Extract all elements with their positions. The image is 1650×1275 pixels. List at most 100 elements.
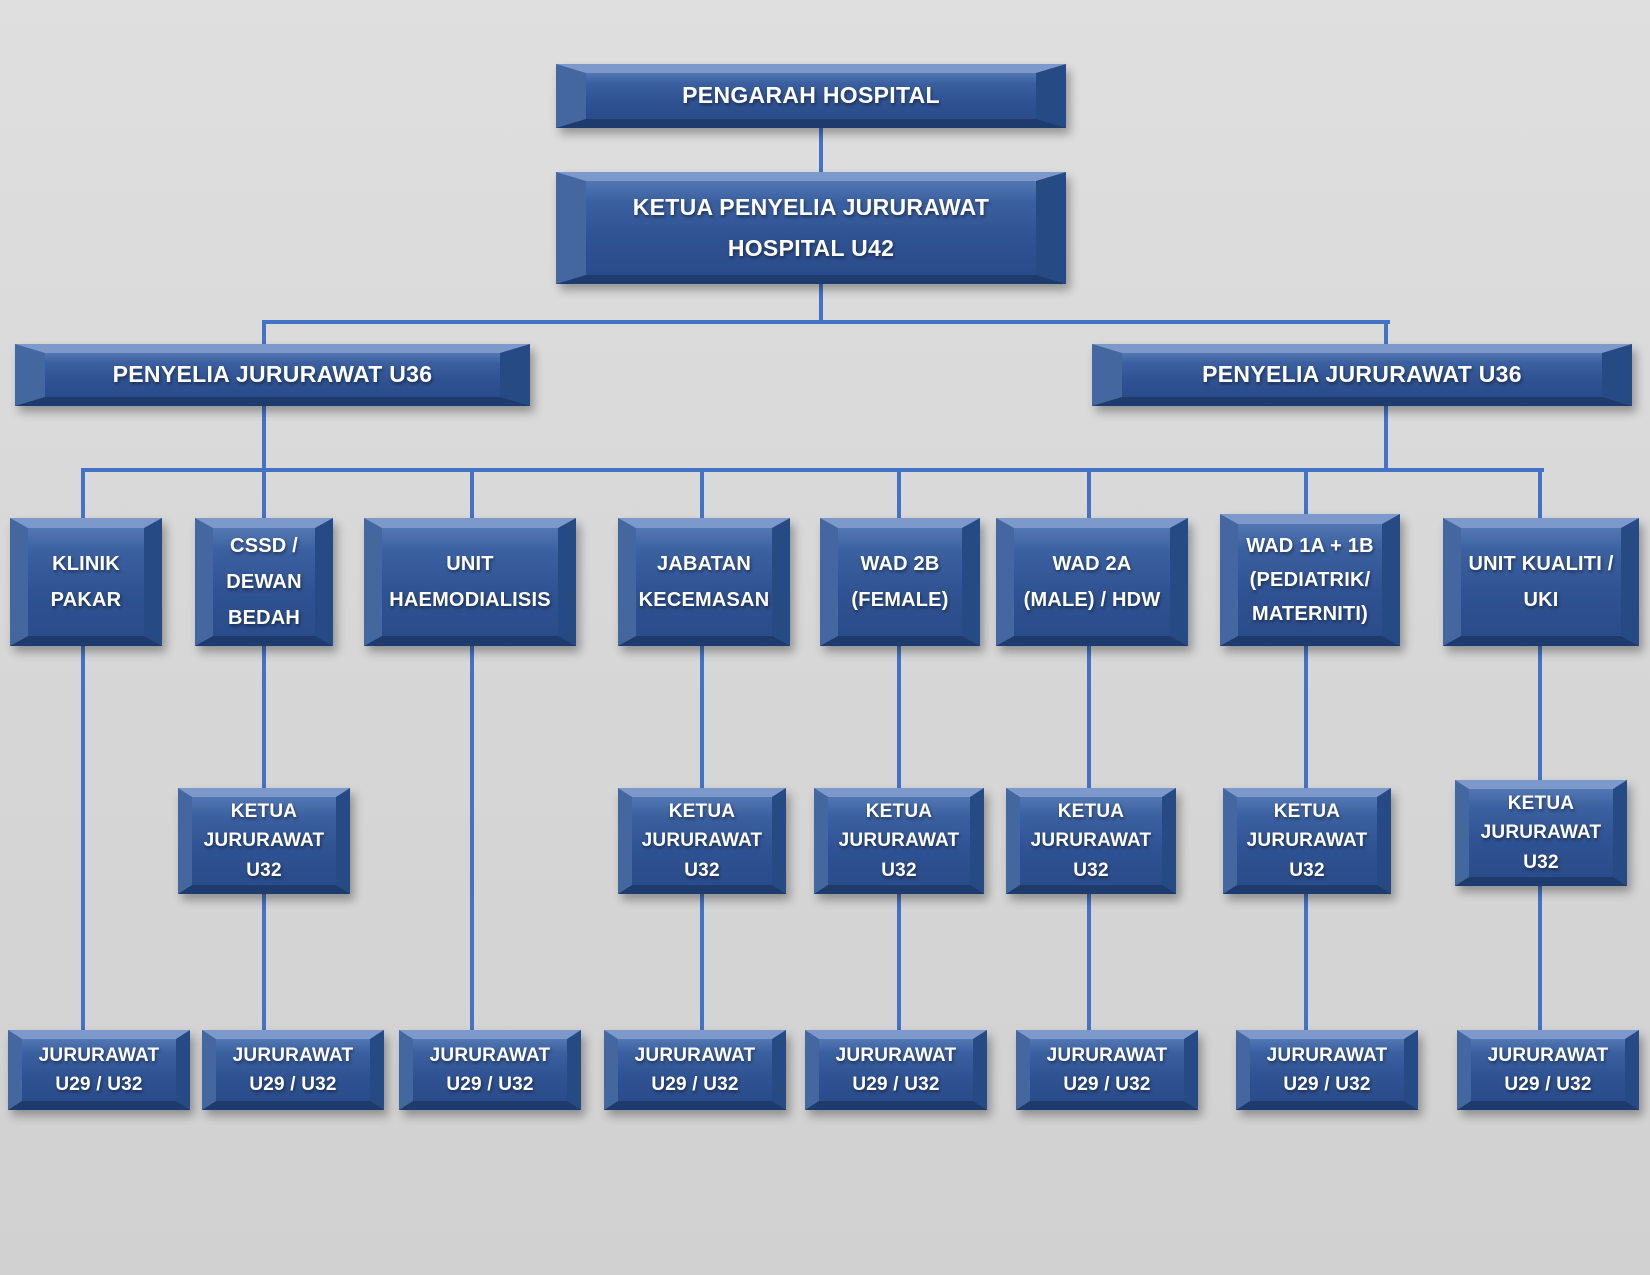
node-label-line: (FEMALE)	[851, 589, 949, 611]
node-label-line: UKI	[1523, 589, 1559, 611]
connector	[262, 892, 266, 1034]
org-node-ketua-jururawat-u32-wad2a: KETUA JURURAWAT U32	[1006, 788, 1176, 894]
node-label-line: WAD 2B	[860, 553, 940, 575]
connector	[700, 892, 704, 1034]
connector	[262, 320, 266, 346]
node-label-line: JURURAWAT	[1480, 822, 1602, 844]
node-label-line: CSSD /	[230, 535, 298, 557]
org-node-unit-haemodialisis: UNIT HAEMODIALISIS	[364, 518, 576, 646]
org-node-jururawat-u29-u32-col1: JURURAWAT U29 / U32	[8, 1030, 190, 1110]
node-label-line: U32	[1523, 851, 1559, 873]
org-node-wad-1a-1b-pediatrik-materniti: WAD 1A + 1B (PEDIATRIK/ MATERNITI)	[1220, 514, 1400, 646]
node-label-line: KLINIK	[52, 553, 120, 575]
node-label-line: UNIT KUALITI /	[1468, 553, 1614, 575]
node-label-line: JURURAWAT	[1266, 1044, 1388, 1066]
node-label-line: (PEDIATRIK/	[1249, 569, 1371, 591]
connector	[1538, 884, 1542, 1034]
connector	[470, 468, 474, 520]
node-label-line: UNIT	[446, 553, 494, 575]
node-label-line: JURURAWAT	[203, 830, 325, 852]
org-node-jururawat-u29-u32-col4: JURURAWAT U29 / U32	[604, 1030, 786, 1110]
node-label-line: WAD 1A + 1B	[1246, 535, 1374, 557]
connector	[1087, 468, 1091, 520]
node-label-line: U32	[246, 859, 282, 881]
node-label-line: WAD 2A	[1052, 553, 1132, 575]
node-label-line: PENYELIA JURURAWAT U36	[112, 361, 433, 388]
org-node-jururawat-u29-u32-col2: JURURAWAT U29 / U32	[202, 1030, 384, 1110]
org-node-penyelia-jururawat-u36-left: PENYELIA JURURAWAT U36	[15, 344, 530, 406]
node-label-line: JURURAWAT	[1246, 830, 1368, 852]
connector	[262, 320, 1390, 324]
connector	[1384, 404, 1388, 472]
node-label-line: KETUA	[668, 800, 736, 822]
node-label-line: U29 / U32	[55, 1074, 143, 1095]
org-node-jururawat-u29-u32-col3: JURURAWAT U29 / U32	[399, 1030, 581, 1110]
connector	[81, 644, 85, 1034]
connector	[897, 468, 901, 520]
node-label-line: KETUA	[1273, 800, 1341, 822]
org-node-ketua-jururawat-u32-wad2b: KETUA JURURAWAT U32	[814, 788, 984, 894]
node-label-line: U32	[1289, 859, 1325, 881]
org-node-ketua-jururawat-u32-kecemasan: KETUA JURURAWAT U32	[618, 788, 786, 894]
connector	[262, 404, 266, 472]
org-node-jabatan-kecemasan: JABATAN KECEMASAN	[618, 518, 790, 646]
connector	[81, 468, 85, 520]
node-label-line: JURURAWAT	[38, 1044, 160, 1066]
connector	[83, 468, 1544, 472]
org-node-ketua-penyelia-jururawat-hospital-u42: KETUA PENYELIA JURURAWAT HOSPITAL U42	[556, 172, 1066, 284]
node-label-line: U29 / U32	[446, 1074, 534, 1095]
node-label-line: JURURAWAT	[429, 1044, 551, 1066]
node-label-line: JURURAWAT	[1030, 830, 1152, 852]
node-label-line: (MALE) / HDW	[1023, 589, 1161, 611]
org-node-ketua-jururawat-u32-cssd: KETUA JURURAWAT U32	[178, 788, 350, 894]
org-node-penyelia-jururawat-u36-right: PENYELIA JURURAWAT U36	[1092, 344, 1632, 406]
org-node-wad-2b-female: WAD 2B (FEMALE)	[820, 518, 980, 646]
org-node-unit-kualiti-uki: UNIT KUALITI / UKI	[1443, 518, 1639, 646]
connector	[1384, 320, 1388, 346]
org-node-klinik-pakar: KLINIK PAKAR	[10, 518, 162, 646]
connector	[1304, 468, 1308, 520]
node-label-line: HOSPITAL U42	[727, 235, 895, 261]
connector	[1304, 892, 1308, 1034]
connector	[1087, 892, 1091, 1034]
node-label-line: U29 / U32	[249, 1074, 337, 1095]
node-label-line: U29 / U32	[1283, 1074, 1371, 1095]
node-label-line: U29 / U32	[651, 1074, 739, 1095]
node-label-line: JURURAWAT	[232, 1044, 354, 1066]
connector	[1538, 644, 1542, 784]
node-label-line: JURURAWAT	[1487, 1044, 1609, 1066]
org-node-pengarah-hospital: PENGARAH HOSPITAL	[556, 64, 1066, 128]
org-node-ketua-jururawat-u32-wad1a1b: KETUA JURURAWAT U32	[1223, 788, 1391, 894]
org-node-jururawat-u29-u32-col5: JURURAWAT U29 / U32	[805, 1030, 987, 1110]
node-label-line: KECEMASAN	[638, 589, 770, 611]
node-label-line: U32	[684, 859, 720, 881]
connector	[262, 644, 266, 792]
node-label-line: MATERNITI)	[1251, 603, 1369, 625]
node-label-line: U29 / U32	[852, 1074, 940, 1095]
node-label-line: KETUA	[865, 800, 933, 822]
node-label-line: KETUA	[230, 800, 298, 822]
node-label-line: JURURAWAT	[838, 830, 960, 852]
connector	[470, 644, 474, 1034]
connector	[700, 468, 704, 520]
org-node-jururawat-u29-u32-col8: JURURAWAT U29 / U32	[1457, 1030, 1639, 1110]
node-label-line: PENGARAH HOSPITAL	[682, 82, 940, 109]
connector	[819, 128, 823, 174]
node-label-line: JURURAWAT	[1046, 1044, 1168, 1066]
node-label-line: JURURAWAT	[641, 830, 763, 852]
connector	[1304, 644, 1308, 792]
node-label-line: PAKAR	[50, 589, 122, 611]
org-node-wad-2a-male-hdw: WAD 2A (MALE) / HDW	[996, 518, 1188, 646]
connector	[897, 644, 901, 792]
node-label-line: PENYELIA JURURAWAT U36	[1202, 361, 1522, 388]
node-label-line: U29 / U32	[1063, 1074, 1151, 1095]
node-label-line: KETUA PENYELIA JURURAWAT	[632, 193, 990, 220]
connector	[1087, 644, 1091, 792]
org-node-cssd-dewan-bedah: CSSD / DEWAN BEDAH	[195, 518, 333, 646]
node-label-line: JABATAN	[657, 553, 751, 575]
connector	[700, 644, 704, 792]
node-label-line: JURURAWAT	[634, 1044, 756, 1066]
node-label-line: U32	[881, 859, 917, 881]
connector	[897, 892, 901, 1034]
